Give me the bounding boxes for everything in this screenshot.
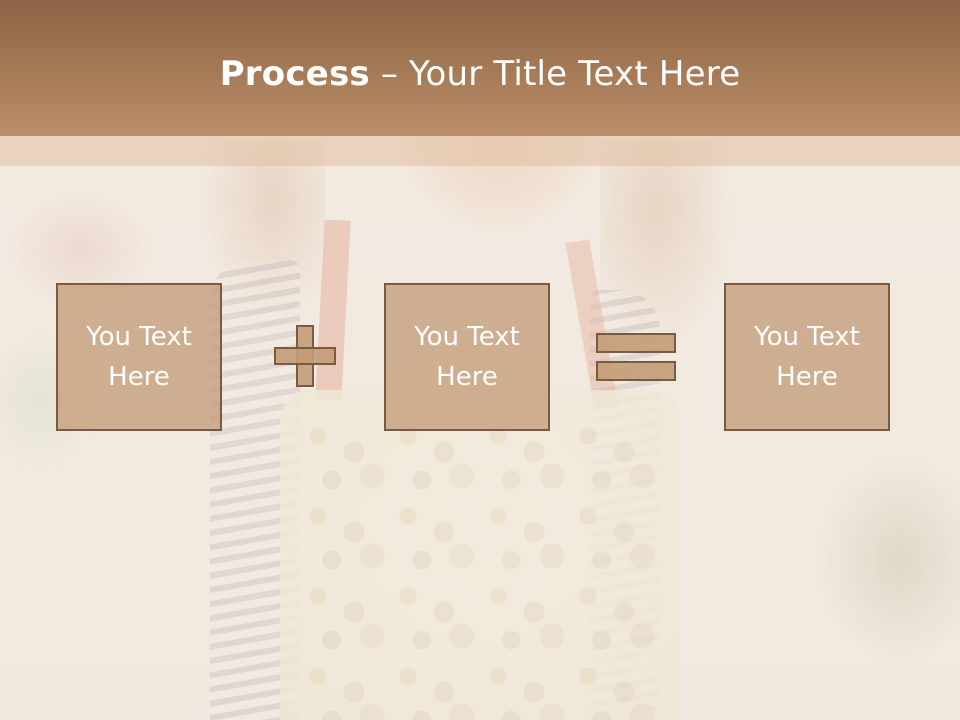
process-box-3[interactable]: You Text Here <box>724 283 890 431</box>
photo-apron <box>280 390 680 720</box>
photo-hair-right <box>600 140 740 360</box>
process-box-1[interactable]: You Text Here <box>56 283 222 431</box>
slide-title-bold: Process <box>219 54 370 94</box>
slide-title: Process – Your Title Text Here <box>0 52 960 96</box>
title-band-shadow <box>0 136 960 166</box>
process-box-2[interactable]: You Text Here <box>384 283 550 431</box>
plus-icon <box>274 325 336 387</box>
title-band: Process – Your Title Text Here <box>0 0 960 136</box>
slide-title-rest: – Your Title Text Here <box>369 54 741 94</box>
photo-apron-pattern <box>300 420 660 720</box>
process-box-1-text: You Text Here <box>86 322 192 392</box>
process-box-3-text: You Text Here <box>754 322 860 392</box>
equals-icon <box>596 333 676 383</box>
process-box-2-text: You Text Here <box>414 322 520 392</box>
